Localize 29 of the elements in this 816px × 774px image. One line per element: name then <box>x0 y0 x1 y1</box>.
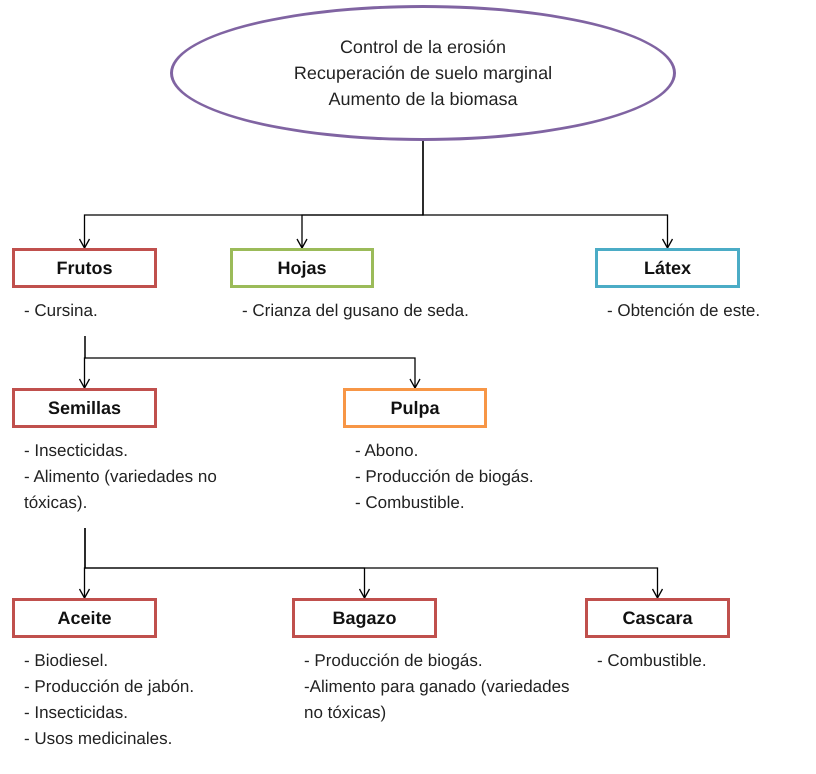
category-box: Aceite <box>12 598 157 638</box>
category-box: Frutos <box>12 248 157 288</box>
category-box: Pulpa <box>343 388 487 428</box>
use-item: - Combustible. <box>355 492 466 514</box>
use-item: - Usos medicinales. <box>24 728 174 750</box>
category-box: Semillas <box>12 388 157 428</box>
use-item: - Crianza del gusano de seda. <box>242 300 470 322</box>
connector-arrow <box>84 528 664 599</box>
ellipse-text: Recuperación de suelo marginal <box>294 62 552 85</box>
use-item: - Insecticidas. <box>24 440 129 462</box>
category-box: Cascara <box>585 598 730 638</box>
use-item: - Biodiesel. <box>24 650 110 672</box>
use-item: - Insecticidas. <box>24 702 129 724</box>
use-item: -Alimento para ganado (variedades no tóxicas) <box>304 676 571 724</box>
use-item: - Producción de biogás. <box>355 466 535 488</box>
connector-arrow <box>84 336 421 389</box>
use-item: - Alimento (variedades no tóxicas). <box>24 466 218 514</box>
use-item: - Producción de jabón. <box>24 676 196 698</box>
category-box: Hojas <box>230 248 374 288</box>
ellipse-text: Control de la erosión <box>340 36 506 59</box>
category-box: Látex <box>595 248 740 288</box>
ellipse-text: Aumento de la biomasa <box>328 88 518 111</box>
use-item: - Cursina. <box>24 300 99 322</box>
category-box: Bagazo <box>292 598 437 638</box>
use-item: - Obtención de este. <box>607 300 762 322</box>
use-item: - Abono. <box>355 440 420 462</box>
use-item: - Combustible. <box>597 650 708 672</box>
use-item: - Producción de biogás. <box>304 650 484 672</box>
connector-arrow <box>422 141 674 249</box>
